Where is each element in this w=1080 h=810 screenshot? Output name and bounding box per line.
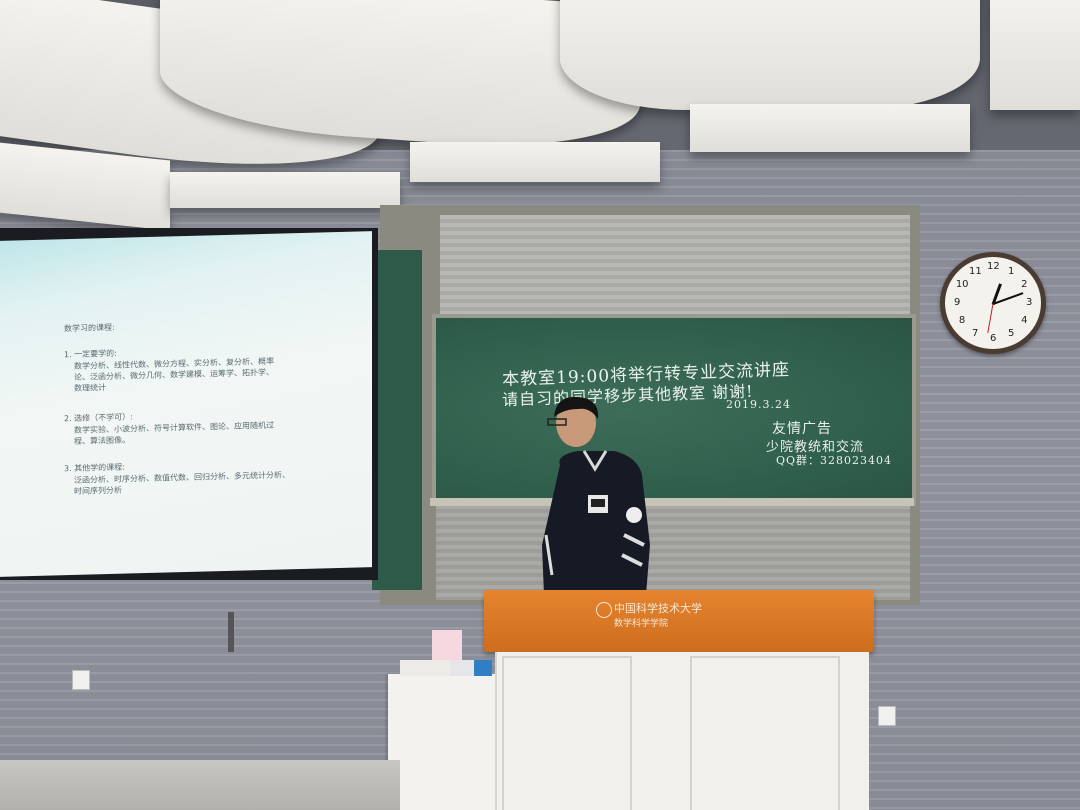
upper-board bbox=[440, 215, 910, 325]
clock-number: 8 bbox=[958, 315, 966, 326]
slide-section: 3. 其他学的课程: bbox=[64, 462, 125, 474]
board-ad-title: 友情广告 bbox=[772, 421, 832, 437]
podium-top: 中国科学技术大学 数学科学学院 bbox=[484, 590, 874, 652]
clock-number: 9 bbox=[954, 297, 961, 308]
board-date: 2019.3.24 bbox=[726, 398, 791, 411]
side-cabinet bbox=[388, 674, 496, 810]
ceiling-panel bbox=[410, 142, 660, 182]
slide-line: 时间序列分析 bbox=[74, 485, 122, 496]
clock-number: 2 bbox=[1021, 279, 1028, 290]
clock-number: 3 bbox=[1026, 297, 1033, 308]
chalkboard: 本教室19:00将举行转专业交流讲座 请自习的同学移步其他教室 谢谢! 2019… bbox=[432, 314, 916, 506]
slide-section: 1. 一定要学的: bbox=[64, 348, 117, 360]
clock-number: 7 bbox=[972, 328, 979, 340]
ceiling-panel bbox=[990, 0, 1080, 110]
clock-number: 12 bbox=[987, 261, 1000, 272]
podium-body bbox=[495, 652, 869, 810]
clock-number: 4 bbox=[1021, 315, 1028, 326]
podium-label: 中国科学技术大学 bbox=[614, 602, 702, 615]
podium-sublabel: 数学科学学院 bbox=[614, 619, 669, 629]
supply-box bbox=[400, 660, 450, 676]
board-ad-line: 少院教统和交流 bbox=[766, 440, 865, 455]
clock-number: 10 bbox=[955, 279, 969, 290]
second-hand bbox=[987, 303, 994, 334]
clock-number: 11 bbox=[969, 265, 982, 277]
floor bbox=[0, 760, 400, 810]
projector-screen: 数学习的课程: 1. 一定要学的: 数学分析、线性代数、微分方程、实分析、复分析… bbox=[0, 231, 372, 577]
slide-section: 2. 选修（不学可）: bbox=[64, 412, 133, 424]
tissue-box bbox=[432, 630, 462, 660]
podium-door bbox=[502, 656, 632, 810]
ceiling-panel bbox=[690, 104, 970, 152]
university-seal-icon bbox=[596, 602, 612, 618]
slide-line: 程、算法图像。 bbox=[74, 435, 130, 446]
clock-number: 5 bbox=[1008, 328, 1015, 340]
podium-door bbox=[690, 656, 840, 810]
wall-outlet bbox=[72, 670, 90, 690]
ceiling-panel bbox=[560, 0, 980, 110]
slide-heading: 数学习的课程: bbox=[64, 322, 115, 334]
wall-outlet bbox=[878, 706, 896, 726]
board-qq: QQ群：328023404 bbox=[776, 454, 893, 467]
ceiling-panel bbox=[170, 172, 400, 208]
supply-box bbox=[474, 660, 492, 676]
slide-line: 数理统计 bbox=[74, 383, 106, 393]
chalk-rail bbox=[430, 498, 914, 506]
clock-number: 6 bbox=[990, 333, 997, 344]
side-board bbox=[372, 250, 422, 590]
lower-board bbox=[436, 505, 910, 600]
presenter bbox=[542, 396, 650, 595]
clock-number: 1 bbox=[1008, 265, 1015, 277]
cable bbox=[228, 612, 234, 652]
